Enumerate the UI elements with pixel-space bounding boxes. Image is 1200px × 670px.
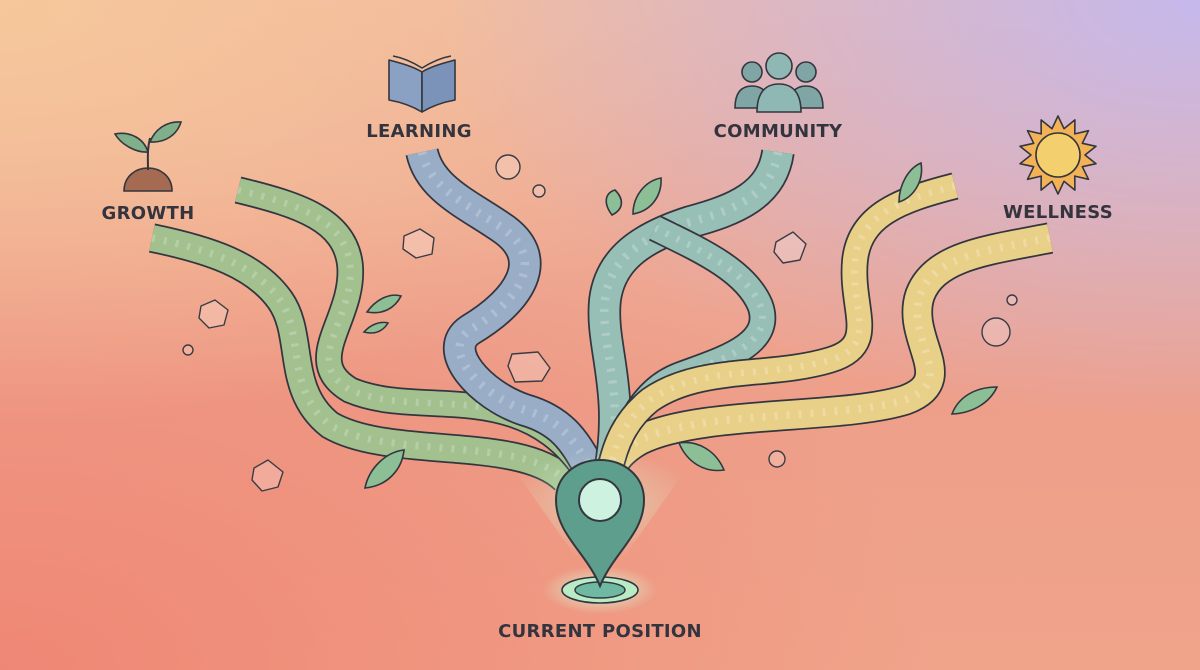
- wellness-label: WELLNESS: [1003, 202, 1113, 223]
- sun-icon: [1019, 115, 1097, 195]
- floating-leaves: [362, 161, 999, 489]
- bubble: [768, 450, 786, 468]
- cube: [773, 231, 807, 264]
- leaf: [365, 294, 403, 314]
- floating-cubes: [198, 228, 807, 492]
- ribbon-wellness-inner: [596, 172, 959, 473]
- growth-label: GROWTH: [101, 203, 195, 224]
- leaf: [605, 189, 623, 217]
- leaf: [950, 386, 999, 415]
- ribbon-learning: [405, 147, 605, 478]
- ribbon-wellness-outer: [595, 222, 1054, 478]
- leaf: [364, 449, 405, 489]
- bubble: [1006, 294, 1018, 306]
- cube: [507, 351, 551, 383]
- bubble: [532, 184, 546, 198]
- leaf: [898, 161, 923, 204]
- cube: [251, 459, 284, 492]
- bubble: [182, 344, 194, 356]
- pathway-ribbons: [149, 147, 1054, 492]
- cube: [402, 228, 435, 259]
- location-pin-icon: [500, 450, 700, 614]
- ribbon-community-outer: [587, 148, 795, 474]
- bubble: [981, 317, 1011, 347]
- leaf: [362, 321, 390, 334]
- book-icon: [388, 55, 456, 113]
- people-icon: [734, 52, 824, 113]
- bubble: [495, 154, 521, 180]
- sprout-icon: [113, 121, 183, 192]
- ribbon-growth-outer: [149, 223, 576, 492]
- current-position-label: CURRENT POSITION: [498, 621, 702, 642]
- community-label: COMMUNITY: [713, 121, 843, 142]
- leaf: [632, 177, 662, 215]
- cube: [198, 299, 229, 329]
- learning-label: LEARNING: [366, 121, 472, 142]
- floating-bubbles: [182, 154, 1018, 468]
